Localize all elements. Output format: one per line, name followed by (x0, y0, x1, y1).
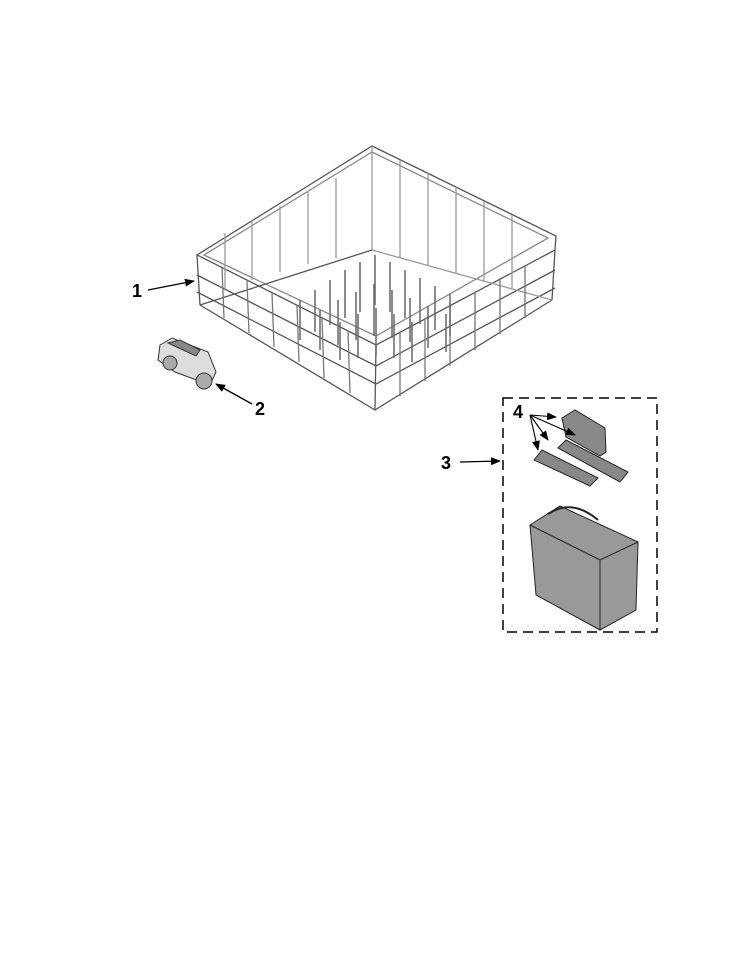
callout-3-arrow (459, 457, 501, 466)
basket-lids (533, 409, 629, 487)
callout-2-arrow (215, 383, 253, 405)
callout-4: 4 (513, 402, 524, 422)
callout-2: 2 (255, 399, 266, 419)
callout-1: 1 (132, 281, 143, 301)
rack-wheel-assembly (157, 337, 217, 390)
silverware-basket (529, 505, 639, 631)
callout-1-arrow (147, 278, 195, 291)
callout-3: 3 (441, 453, 452, 473)
basket-group-box (502, 397, 658, 633)
lower-dishrack (195, 145, 557, 411)
callout-4-arrows (529, 412, 576, 451)
